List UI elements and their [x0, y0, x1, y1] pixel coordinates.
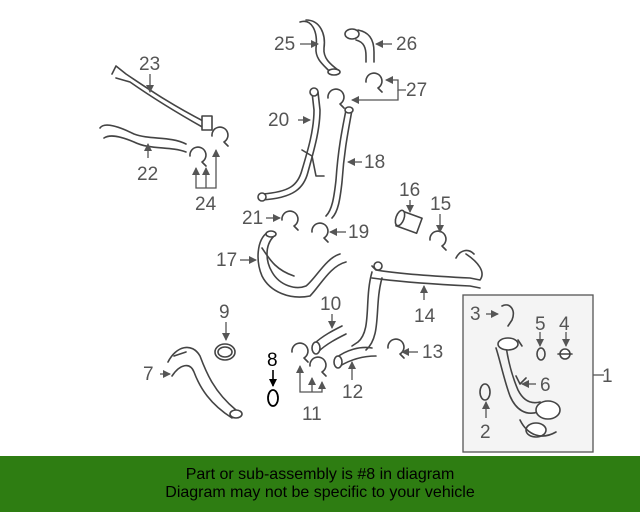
callout-19: 19	[348, 222, 369, 243]
callout-12: 12	[342, 382, 363, 403]
callout-20: 20	[268, 110, 289, 131]
hose-22	[99, 124, 187, 153]
callout-11: 11	[302, 404, 322, 425]
callout-4: 4	[559, 314, 570, 335]
hose-7	[167, 346, 243, 419]
clamp-19	[311, 222, 329, 243]
callout-10: 10	[320, 294, 341, 315]
pipe-14	[351, 249, 483, 351]
subassembly-box	[462, 294, 594, 453]
clamp-13	[387, 338, 405, 359]
callout-24: 24	[195, 194, 217, 215]
hose-20	[257, 87, 325, 202]
clamps-11	[291, 342, 327, 377]
clamps-27	[327, 72, 383, 109]
callout-27: 27	[406, 80, 427, 101]
banner-line-2: Diagram may not be specific to your vehi…	[165, 484, 475, 501]
callout-21: 21	[242, 208, 263, 229]
callout-25: 25	[274, 34, 295, 55]
callout-6: 6	[540, 375, 551, 396]
callout-17: 17	[216, 250, 237, 271]
hose-10	[311, 325, 347, 355]
callout-13: 13	[422, 342, 443, 363]
callout-23: 23	[139, 54, 160, 75]
hose-25	[299, 19, 341, 76]
part-16	[394, 209, 423, 235]
callout-26: 26	[396, 34, 417, 55]
callout-22: 22	[137, 164, 158, 185]
callout-labels: 1 2 3 4 5 6 7 8 9 10 11 12 13 14 15 16 1…	[137, 34, 613, 443]
callout-1: 1	[602, 366, 613, 387]
clamp-15	[429, 230, 447, 251]
info-banner: Part or sub-assembly is #8 in diagram Di…	[0, 456, 640, 512]
callout-5: 5	[535, 314, 546, 335]
callout-8: 8	[267, 350, 278, 371]
clamps-24	[189, 126, 229, 167]
pipe-23	[111, 65, 213, 131]
callout-7: 7	[143, 364, 154, 385]
hose-18	[325, 106, 354, 219]
parts-diagram: 1 2 3 4 5 6 7 8 9 10 11 12 13 14 15 16 1…	[99, 19, 613, 453]
o-ring-8	[267, 389, 279, 407]
callout-2: 2	[480, 422, 491, 443]
callout-18: 18	[364, 152, 385, 173]
callout-9: 9	[219, 302, 230, 323]
hose-26	[344, 28, 375, 63]
clamp-21	[281, 210, 299, 231]
leader-lines	[144, 40, 604, 418]
o-ring-9	[214, 343, 236, 361]
hose-17	[257, 230, 347, 298]
banner-line-1: Part or sub-assembly is #8 in diagram	[185, 466, 455, 483]
callout-16: 16	[399, 180, 420, 201]
callout-14: 14	[414, 306, 436, 327]
callout-15: 15	[430, 194, 451, 215]
hose-12	[333, 346, 377, 369]
callout-3: 3	[470, 304, 481, 325]
